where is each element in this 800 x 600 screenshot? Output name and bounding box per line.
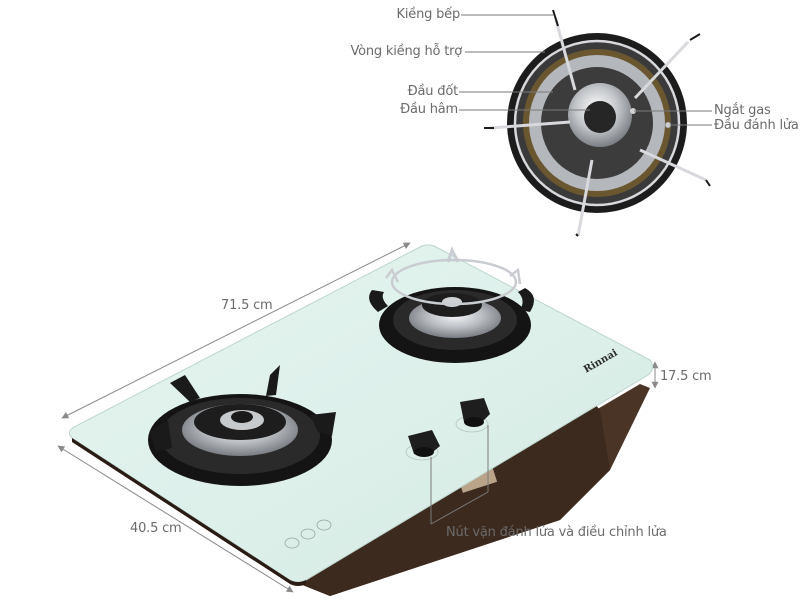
label-dau-ham: Đầu hâm	[400, 102, 458, 117]
dimension-width-line	[57, 445, 294, 593]
control-knob-left	[405, 430, 440, 461]
label-vong-kieng-ho-tro: Vòng kiềng hỗ trợ	[350, 44, 462, 59]
touch-control-icons	[284, 519, 332, 549]
dimension-length-label: 71.5 cm	[221, 298, 273, 313]
label-kieng-bep: Kiềng bếp	[396, 7, 461, 22]
knob-leader-lines	[430, 425, 489, 525]
label-ngat-gas: Ngắt gas	[714, 103, 771, 118]
callout-leader-lines	[459, 14, 712, 126]
right-burner	[369, 246, 534, 363]
label-dau-dot: Đầu đốt	[407, 84, 459, 99]
dimension-height-label: 17.5 cm	[660, 369, 712, 384]
control-knob-right	[455, 398, 490, 433]
left-burner	[148, 365, 336, 486]
dimension-width-label: 40.5 cm	[130, 521, 182, 536]
label-dau-danh-lua: Đầu đánh lửa	[714, 118, 799, 133]
label-nut-van: Nút vặn đánh lửa và điều chỉnh lửa	[446, 525, 667, 540]
dimension-length-line	[61, 242, 411, 419]
burner-top-view	[484, 9, 711, 237]
